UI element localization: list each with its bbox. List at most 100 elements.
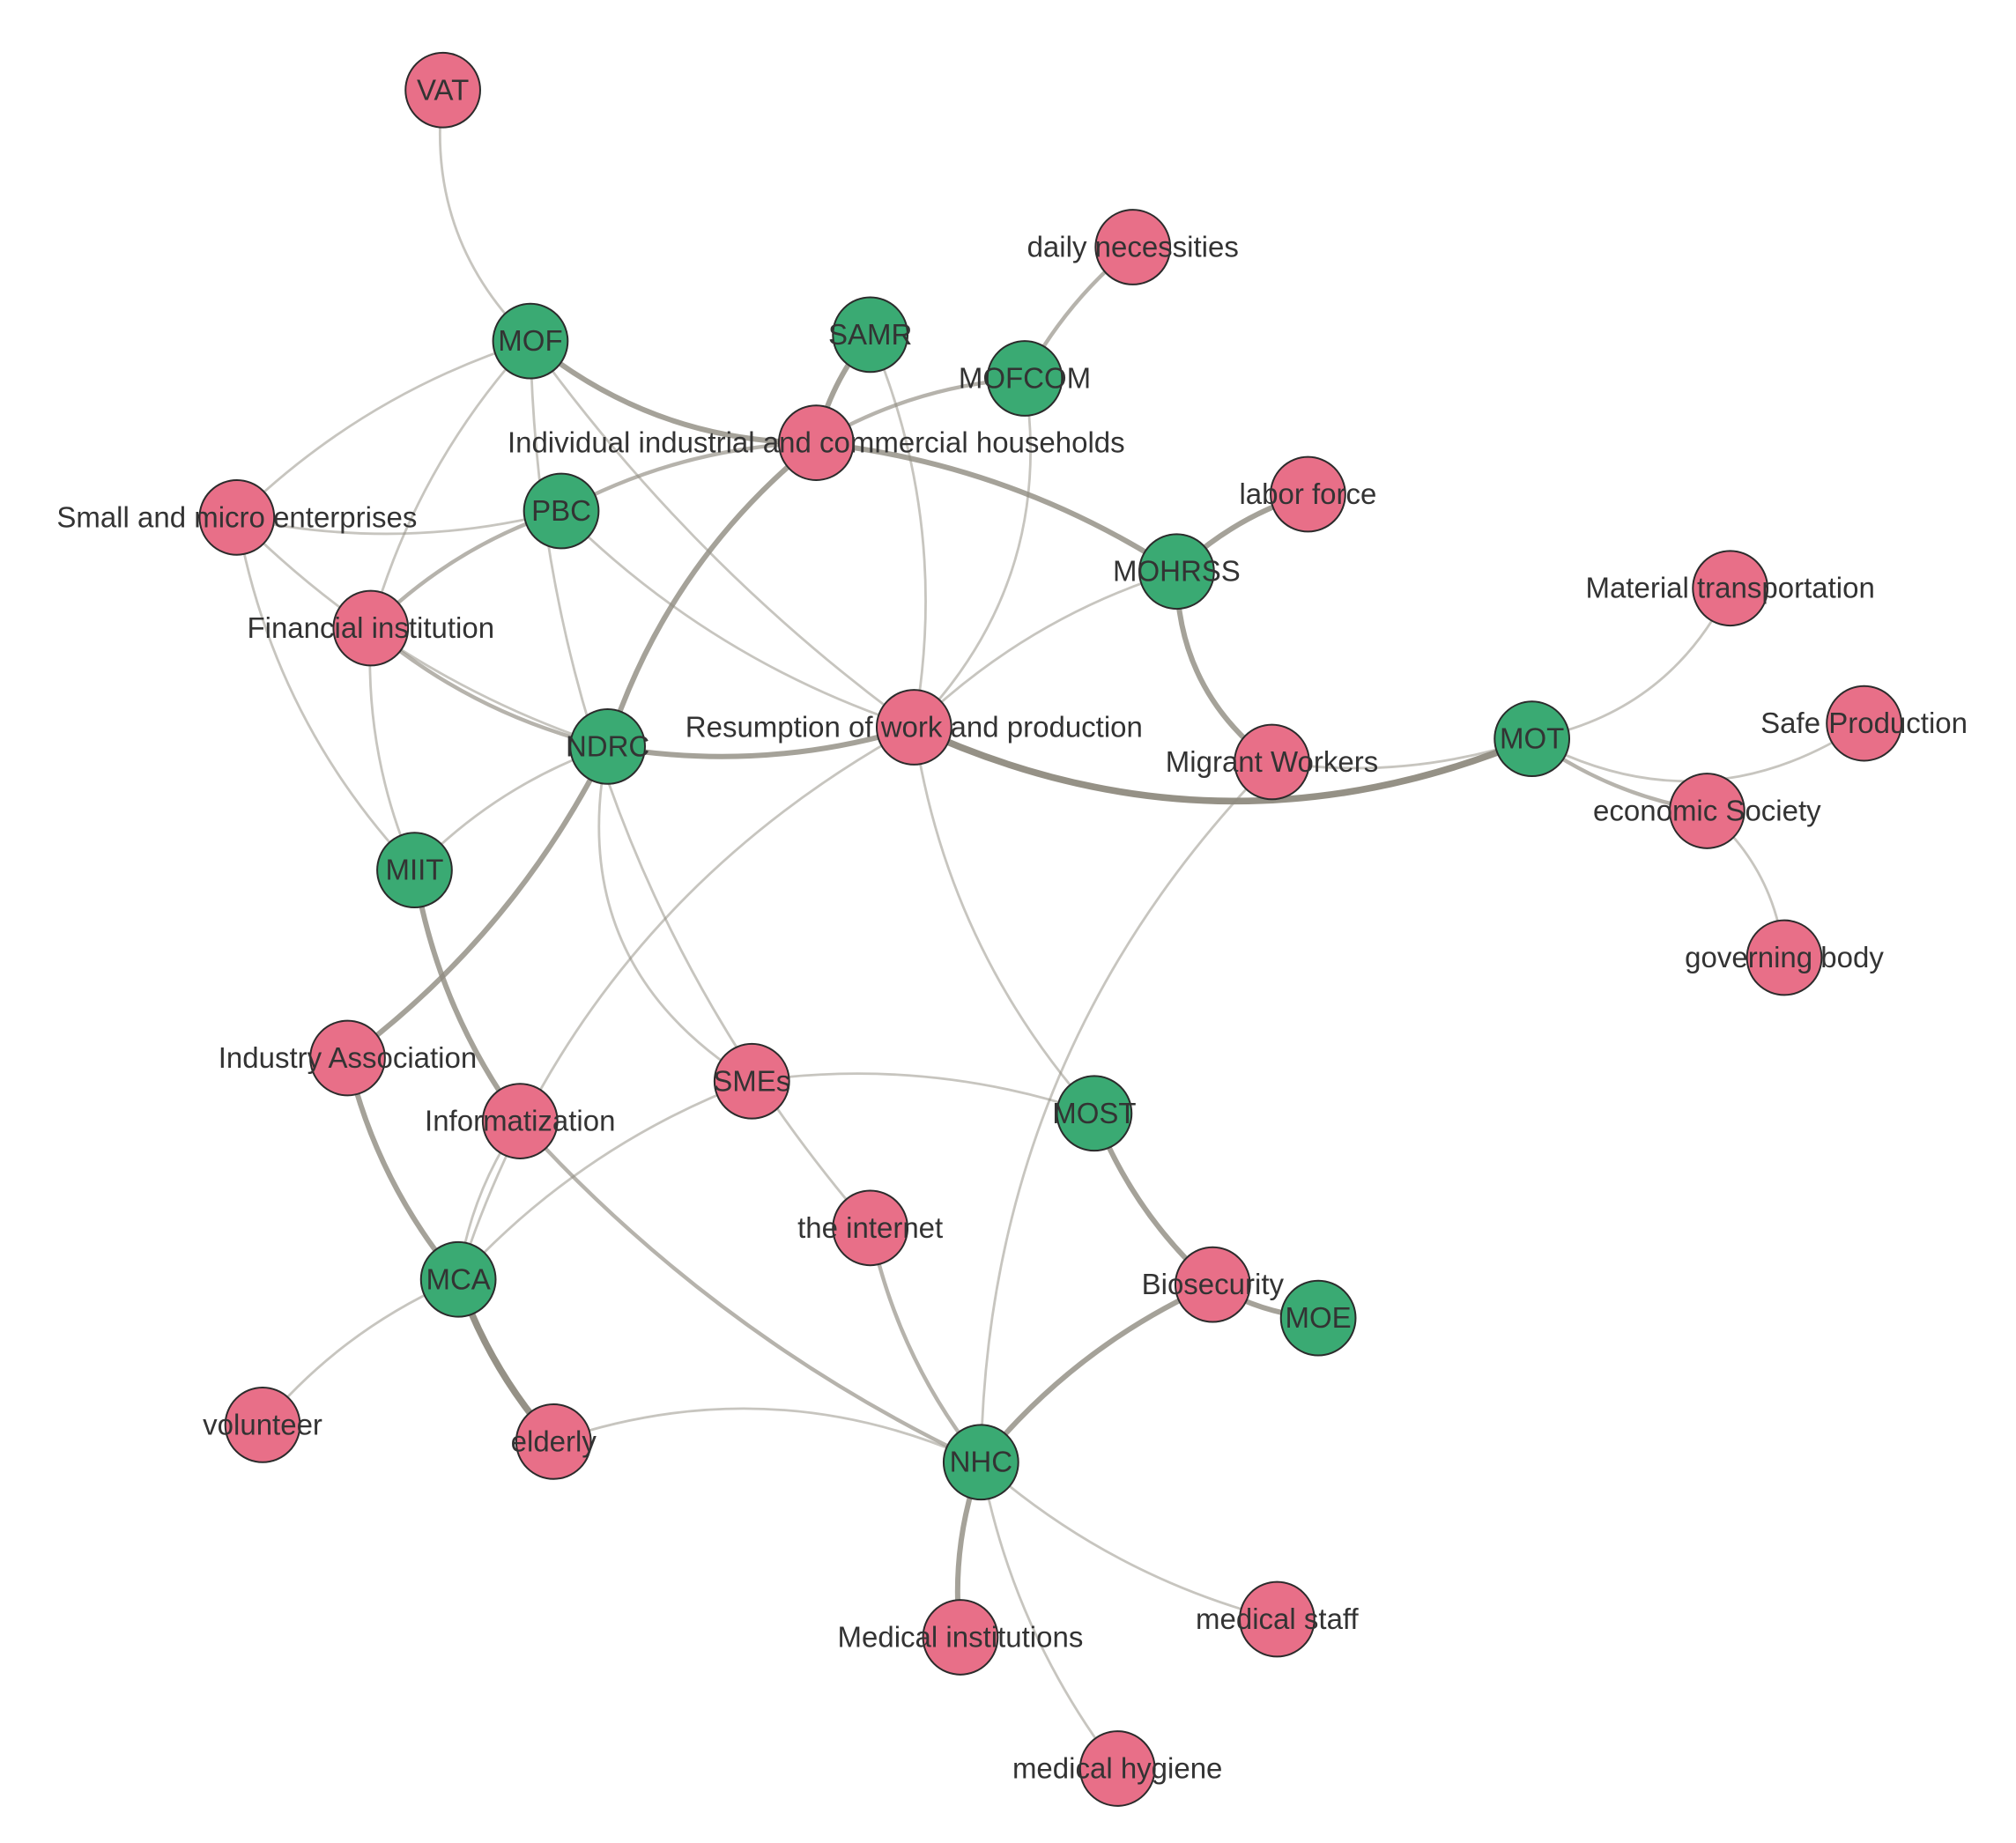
node-label-medstaff: medical staff [1196,1602,1359,1635]
edge-elderly-NHC [552,1407,982,1464]
node-MOHRSS [1138,533,1215,611]
node-internet [832,1189,909,1267]
node-label-gov: governing body [1685,941,1884,973]
node-label-PBC: PBC [531,494,591,527]
edge-MOHRSS-resume [912,570,1178,729]
node-migrant [1234,723,1310,801]
node-circle-MOFCOM [986,340,1064,417]
node-label-bio: Biosecurity [1142,1268,1285,1300]
node-circle-SAMR [832,296,909,374]
node-label-MOHRSS: MOHRSS [1113,555,1241,588]
node-MOFCOM [986,340,1064,417]
node-label-medinst: Medical institutions [838,1620,1084,1653]
node-MOT [1493,700,1571,778]
node-circle-safe [1826,685,1902,762]
node-medinst [922,1599,999,1676]
node-medhyg [1078,1730,1156,1807]
node-circle-MIIT [376,832,453,909]
node-label-internet: the internet [797,1211,943,1244]
node-label-fin: Financial institution [247,611,494,644]
edge-NDRC-resume [604,724,917,759]
node-IICH [777,404,855,481]
node-label-MCA: MCA [426,1262,490,1295]
node-label-industry: Industry Association [219,1041,478,1074]
node-circle-MCA [419,1240,497,1318]
node-circle-IICH [777,404,855,481]
node-SMEs [713,1042,790,1120]
node-elderly [515,1403,592,1480]
node-label-MOFCOM: MOFCOM [959,362,1091,395]
node-circle-gov [1745,919,1823,996]
node-label-econ: economic Society [1593,794,1821,826]
edge-MOF-fin [369,339,532,630]
node-layer [198,51,1902,1807]
node-SAMR [832,296,909,374]
edge-resume-MCA [456,726,915,1281]
node-circle-migrant [1234,723,1310,801]
node-circle-labor [1270,455,1346,533]
edge-NHC-medstaff [979,1461,1279,1621]
node-material [1692,550,1769,627]
edge-fin-NDRC [368,625,610,749]
edge-MOFCOM-resume [912,377,1032,729]
node-info [481,1083,559,1159]
edge-SME_small-NDRC [235,515,610,748]
node-circle-MOHRSS [1138,533,1215,611]
node-circle-material [1692,550,1769,627]
node-econ [1668,773,1745,849]
edge-VAT-MOF [438,88,532,343]
node-circle-resume [875,689,952,766]
node-label-SMEs: SMEs [713,1064,790,1097]
edge-SME_small-PBC [235,509,563,536]
node-label-volunteer: volunteer [203,1408,322,1440]
node-circle-NHC [942,1424,1019,1501]
node-circle-internet [832,1189,909,1267]
node-MIIT [376,832,453,909]
edge-NDRC-industry [345,744,611,1061]
node-circle-info [481,1083,559,1159]
node-label-NHC: NHC [950,1446,1013,1478]
node-circle-NDRC [569,708,646,785]
node-label-material: Material transportation [1585,572,1874,604]
node-PBC [523,472,600,550]
node-circle-fin [332,589,410,667]
node-label-VAT: VAT [417,73,469,106]
node-circle-bio [1174,1246,1251,1323]
edge-bio-NHC [978,1282,1216,1465]
edge-SMEs-MCA [456,1079,753,1281]
node-circle-MOF [492,302,569,380]
node-NDRC [569,708,646,785]
node-label-NDRC: NDRC [566,729,649,762]
node-circle-econ [1668,773,1745,849]
edge-SME_small-MIIT [235,515,416,872]
edge-MOF-SME_small [235,339,532,519]
edge-layer [235,88,1865,1770]
node-circle-SMEs [713,1042,790,1120]
node-safe [1826,685,1902,762]
node-fin [332,589,410,667]
edge-PBC-resume [560,509,915,729]
node-daily [1094,209,1172,285]
node-circle-SME_small [198,478,276,556]
node-circle-daily [1094,209,1172,285]
node-circle-MOE [1279,1279,1357,1357]
node-label-MOF: MOF [498,324,562,357]
node-MCA [419,1240,497,1318]
node-medstaff [1238,1580,1316,1658]
node-MOE [1279,1279,1357,1357]
edge-MOF-resume [529,339,915,729]
node-VAT [404,51,481,129]
node-label-migrant: Migrant Workers [1166,745,1378,778]
node-circle-industry [309,1019,386,1097]
node-circle-volunteer [224,1387,301,1463]
node-label-MOE: MOE [1286,1301,1352,1334]
node-labor [1270,455,1346,533]
node-MOF [492,302,569,380]
node-label-labor: labor force [1239,477,1376,510]
edge-NDRC-SMEs [597,745,753,1083]
node-circle-medhyg [1078,1730,1156,1807]
node-circle-elderly [515,1403,592,1480]
node-label-medhyg: medical hygiene [1012,1751,1222,1784]
